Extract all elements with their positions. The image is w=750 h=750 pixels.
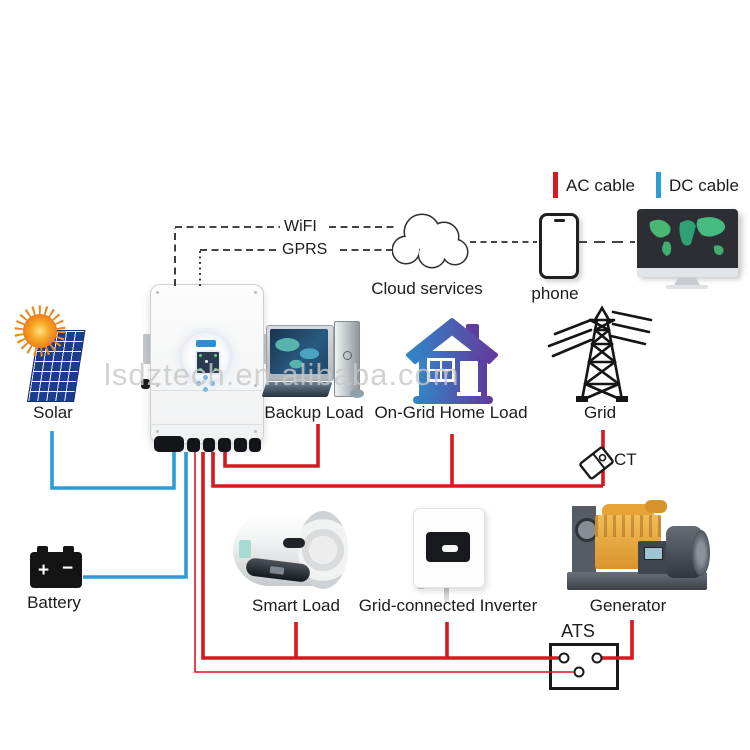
house-step (457, 392, 481, 396)
grid-label: Grid (583, 403, 617, 422)
phone-icon (539, 213, 579, 279)
battery-dc-wire (83, 452, 188, 579)
legend-ac-label: AC cable (566, 176, 635, 195)
inverter-cable-gland (154, 436, 184, 452)
battery-terminal (37, 546, 48, 554)
inverter-mount-tab-right (261, 334, 269, 364)
generator-control-box (638, 541, 668, 574)
battery-label: Battery (27, 593, 81, 612)
water-heater-vent (283, 538, 305, 548)
monitor-worldmap-icon (649, 217, 726, 256)
dc-cable-swatch-icon (656, 172, 661, 198)
wifi-label: WiFI (284, 218, 317, 235)
house-door (460, 361, 478, 392)
computer-power-button (343, 351, 352, 360)
gci-screen-slot (442, 545, 458, 552)
ats-box (549, 643, 619, 690)
battery-icon (30, 552, 82, 588)
inverter-mount-tab-left (143, 334, 151, 364)
battery-plus-sign: + (38, 560, 50, 581)
house-base (413, 396, 493, 404)
solar-dc-wire (50, 431, 176, 490)
solar-label: Solar (33, 403, 73, 422)
ac-cable-swatch-icon (553, 172, 558, 198)
computer-screen-map (270, 329, 328, 374)
generator-alternator-cap (692, 530, 710, 576)
house-window (427, 358, 455, 382)
inverter-cable-gland (218, 438, 231, 452)
gci-label: Grid-connected Inverter (358, 596, 538, 615)
gci-cable (444, 586, 449, 602)
smart-load-label: Smart Load (252, 596, 340, 615)
generator-engine-ribs (595, 515, 661, 537)
gprs-label: GPRS (282, 241, 328, 258)
battery-minus-sign: − (62, 558, 74, 579)
phone-notch (554, 219, 565, 222)
ac-bus-wire (201, 452, 561, 660)
ats-label: ATS (561, 621, 595, 641)
watermark-text: lsdztech.en.alibaba.com (104, 357, 460, 392)
inverter-cable-gland (249, 438, 261, 452)
generator-ats-wire (601, 620, 634, 660)
ats-terminals (558, 652, 603, 678)
inverter-cable-gland (203, 438, 215, 452)
ct-label: CT (614, 450, 637, 469)
inverter-button (196, 381, 201, 386)
water-heater-sticker (239, 540, 251, 558)
cloud-icon (392, 213, 469, 269)
backup-load-label: Backup Load (264, 403, 364, 422)
inverter-seam (150, 424, 262, 425)
legend-dc-label: DC cable (669, 176, 739, 195)
mouse-icon (350, 389, 364, 398)
monitor-stand (674, 277, 700, 285)
inverter-button (203, 375, 208, 380)
inverter-screen (195, 350, 221, 375)
ct-icon (579, 446, 614, 480)
inverter-cable-gland (187, 438, 200, 452)
inverter-button (210, 381, 215, 386)
monitor-base (666, 285, 708, 289)
battery-terminal (63, 546, 74, 554)
sun-icon (14, 305, 66, 357)
phone-label: phone (531, 284, 579, 303)
house-roof (406, 318, 498, 364)
inverter-button (203, 387, 208, 392)
home-load-label: On-Grid Home Load (374, 403, 528, 422)
computer-monitor-stand (293, 379, 307, 384)
generator-label: Generator (589, 596, 667, 615)
cloud-label: Cloud services (371, 279, 483, 298)
grid-tower-icon (547, 305, 653, 402)
inverter-cable-gland (234, 438, 247, 452)
generator-turbo (645, 500, 667, 513)
backup-load-ac-wire (223, 424, 320, 468)
home-load-grid-ac-wire (211, 452, 603, 488)
inverter-logo (196, 340, 216, 347)
inverter-antenna-icon (141, 379, 150, 389)
inverter-ats-gen-signal-wire (194, 452, 576, 673)
monitor-chin (637, 268, 738, 277)
